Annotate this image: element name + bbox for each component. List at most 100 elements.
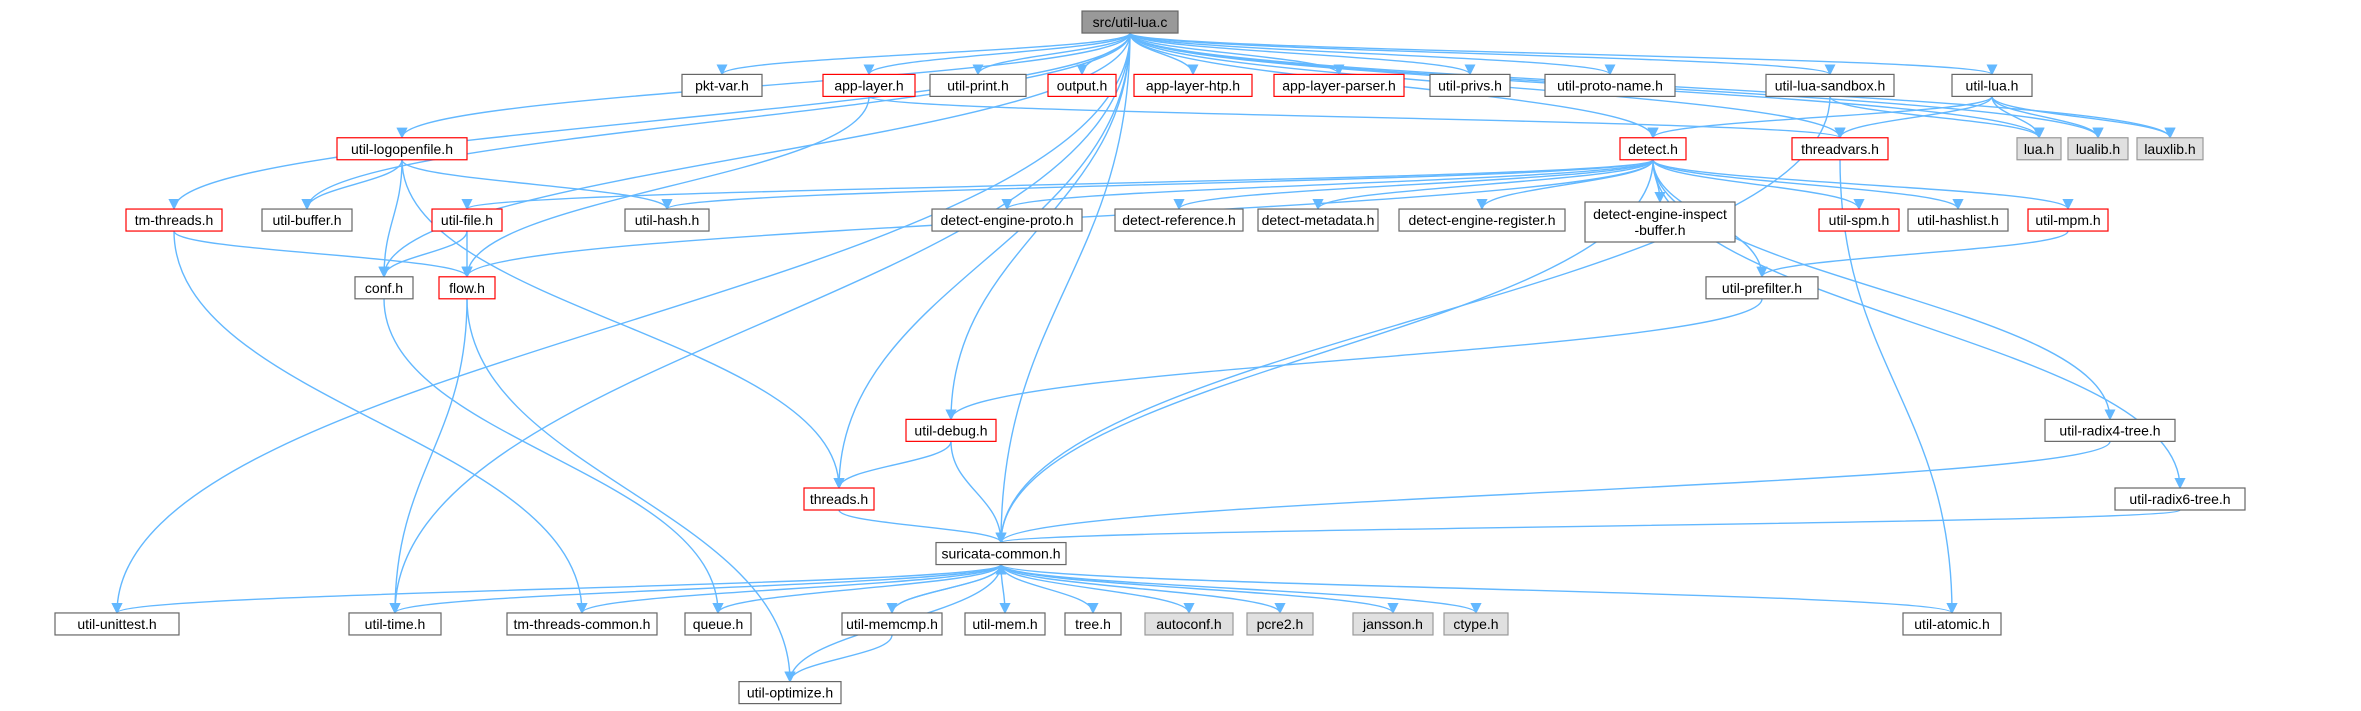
node-utilluasandbox[interactable]: util-lua-sandbox.h: [1765, 73, 1895, 98]
node-queue[interactable]: queue.h: [684, 612, 752, 636]
node-queue-box: [684, 612, 752, 636]
edge-conf-to-queue: [383, 298, 724, 615]
node-utilprivs-label: util-privs.h: [1438, 77, 1502, 93]
node-utilmem[interactable]: util-mem.h: [964, 612, 1046, 636]
node-utiltime[interactable]: util-time.h: [348, 612, 442, 636]
node-utilfile-box: [431, 208, 503, 232]
edge-suricatacommon-to-autoconf: [1000, 564, 1195, 615]
node-pcre2-label: pcre2.h: [1257, 616, 1304, 632]
node-detectengineinspect[interactable]: detect-engine-inspect-buffer.h: [1584, 201, 1736, 243]
node-detectengineproto[interactable]: detect-engine-proto.h: [931, 208, 1083, 232]
node-jansson[interactable]: jansson.h: [1352, 612, 1434, 636]
node-threadvars-label: threadvars.h: [1801, 141, 1879, 157]
node-jansson-box: [1352, 612, 1434, 636]
node-utillogopenfile[interactable]: util-logopenfile.h: [336, 137, 468, 161]
node-utilfile[interactable]: util-file.h: [431, 208, 503, 232]
node-utilhash-label: util-hash.h: [635, 212, 700, 228]
node-threads[interactable]: threads.h: [803, 487, 875, 511]
node-suricatacommon-box: [935, 541, 1067, 566]
node-utilhash-box: [624, 208, 710, 232]
node-utilmemcmp[interactable]: util-memcmp.h: [841, 612, 943, 636]
edges-layer: [111, 32, 2186, 683]
edge-utillogopenfile-to-utilbuffer: [301, 159, 403, 211]
node-luah-label: lua.h: [2024, 141, 2054, 157]
node-lualib[interactable]: lualib.h: [2067, 137, 2129, 161]
node-luah[interactable]: lua.h: [2016, 137, 2062, 161]
edge-root-to-utilprint: [972, 32, 1131, 76]
node-utilbuffer[interactable]: util-buffer.h: [261, 208, 353, 232]
node-utilprefilter-label: util-prefilter.h: [1722, 280, 1802, 296]
node-output[interactable]: output.h: [1047, 73, 1117, 98]
node-utilunittest-label: util-unittest.h: [77, 616, 156, 632]
node-utilunittest[interactable]: util-unittest.h: [54, 612, 180, 636]
node-tmthreads[interactable]: tm-threads.h: [125, 208, 223, 232]
edge-detect-to-utilhashlist: [1652, 159, 1964, 211]
node-tree-label: tree.h: [1075, 616, 1111, 632]
node-applayerparser[interactable]: app-layer-parser.h: [1273, 73, 1405, 98]
node-utilbuffer-box: [261, 208, 353, 232]
node-applayer[interactable]: app-layer.h: [822, 73, 916, 98]
node-detectengineproto-box: [931, 208, 1083, 232]
edge-detect-to-detectengineregister: [1476, 159, 1654, 211]
edge-utilluah-to-lauxlib: [1991, 96, 2176, 139]
node-utilradix4-label: util-radix4-tree.h: [2059, 422, 2160, 438]
node-utilspm[interactable]: util-spm.h: [1818, 208, 1900, 232]
node-detectengineregister[interactable]: detect-engine-register.h: [1398, 208, 1566, 232]
node-detectreference[interactable]: detect-reference.h: [1114, 208, 1244, 232]
edge-root-to-utilunittest: [111, 33, 1131, 615]
edge-detect-to-detectengineproto: [1001, 159, 1654, 211]
node-tmthreads-box: [125, 208, 223, 232]
node-detectmetadata[interactable]: detect-metadata.h: [1257, 208, 1379, 232]
node-queue-label: queue.h: [693, 616, 744, 632]
edge-utilluah-to-detect: [1647, 95, 1993, 139]
edge-utilradix4-to-suricatacommon: [995, 441, 2111, 544]
edge-utilradix6-to-suricatacommon: [996, 509, 2181, 544]
node-utilprivs[interactable]: util-privs.h: [1429, 73, 1511, 98]
node-tree[interactable]: tree.h: [1064, 612, 1122, 636]
node-lauxlib[interactable]: lauxlib.h: [2136, 137, 2204, 161]
node-utilatomic-label: util-atomic.h: [1914, 616, 1989, 632]
node-ctype[interactable]: ctype.h: [1443, 612, 1509, 636]
node-utilhashlist[interactable]: util-hashlist.h: [1907, 208, 2009, 232]
node-tmthreadscommon[interactable]: tm-threads-common.h: [506, 612, 658, 636]
node-detect[interactable]: detect.h: [1619, 137, 1687, 161]
node-applayerhtp[interactable]: app-layer-htp.h: [1133, 73, 1253, 98]
node-utilradix6[interactable]: util-radix6-tree.h: [2114, 487, 2246, 511]
edge-root-to-tmthreads: [168, 33, 1131, 211]
node-utiloptimize[interactable]: util-optimize.h: [738, 680, 842, 705]
node-utiltime-label: util-time.h: [365, 616, 426, 632]
edge-root-to-utiltime: [389, 33, 1131, 615]
node-conf-label: conf.h: [365, 280, 403, 296]
node-pcre2[interactable]: pcre2.h: [1246, 612, 1314, 636]
node-utilmemcmp-label: util-memcmp.h: [846, 616, 938, 632]
edge-utilmemcmp-to-utiloptimize: [784, 634, 893, 683]
node-utilhash[interactable]: util-hash.h: [624, 208, 710, 232]
node-utilluah[interactable]: util-lua.h: [1951, 73, 2033, 98]
edge-flow-to-utiltime: [389, 298, 468, 615]
node-utilmpm[interactable]: util-mpm.h: [2027, 208, 2109, 232]
node-detectengineregister-box: [1398, 208, 1566, 232]
node-flow-box: [438, 276, 496, 300]
node-pktvar[interactable]: pkt-var.h: [681, 73, 763, 98]
edge-threadvars-to-utilatomic: [1839, 159, 1958, 615]
node-utilprint[interactable]: util-print.h: [929, 73, 1027, 98]
node-utilatomic[interactable]: util-atomic.h: [1902, 612, 2002, 636]
edge-suricatacommon-to-pcre2: [1000, 564, 1286, 615]
node-detectreference-box: [1114, 208, 1244, 232]
node-utilradix4[interactable]: util-radix4-tree.h: [2044, 418, 2176, 442]
node-tmthreadscommon-label: tm-threads-common.h: [514, 616, 651, 632]
node-utildebug[interactable]: util-debug.h: [905, 418, 997, 442]
edge-utillogopenfile-to-utilhash: [401, 159, 673, 211]
node-autoconf[interactable]: autoconf.h: [1144, 612, 1234, 636]
node-threadvars[interactable]: threadvars.h: [1791, 137, 1889, 161]
node-flow[interactable]: flow.h: [438, 276, 496, 300]
edge-suricatacommon-to-queue: [712, 564, 1002, 615]
node-utilprefilter[interactable]: util-prefilter.h: [1705, 276, 1819, 300]
node-utilprotoname[interactable]: util-proto-name.h: [1544, 73, 1676, 98]
edge-utillogopenfile-to-conf: [378, 159, 403, 278]
node-conf[interactable]: conf.h: [354, 276, 414, 300]
node-detectmetadata-box: [1257, 208, 1379, 232]
edge-tmthreads-to-tmthreadscommon: [173, 231, 588, 615]
node-suricatacommon[interactable]: suricata-common.h: [935, 541, 1067, 566]
edge-detect-to-utilspm: [1652, 159, 1865, 211]
